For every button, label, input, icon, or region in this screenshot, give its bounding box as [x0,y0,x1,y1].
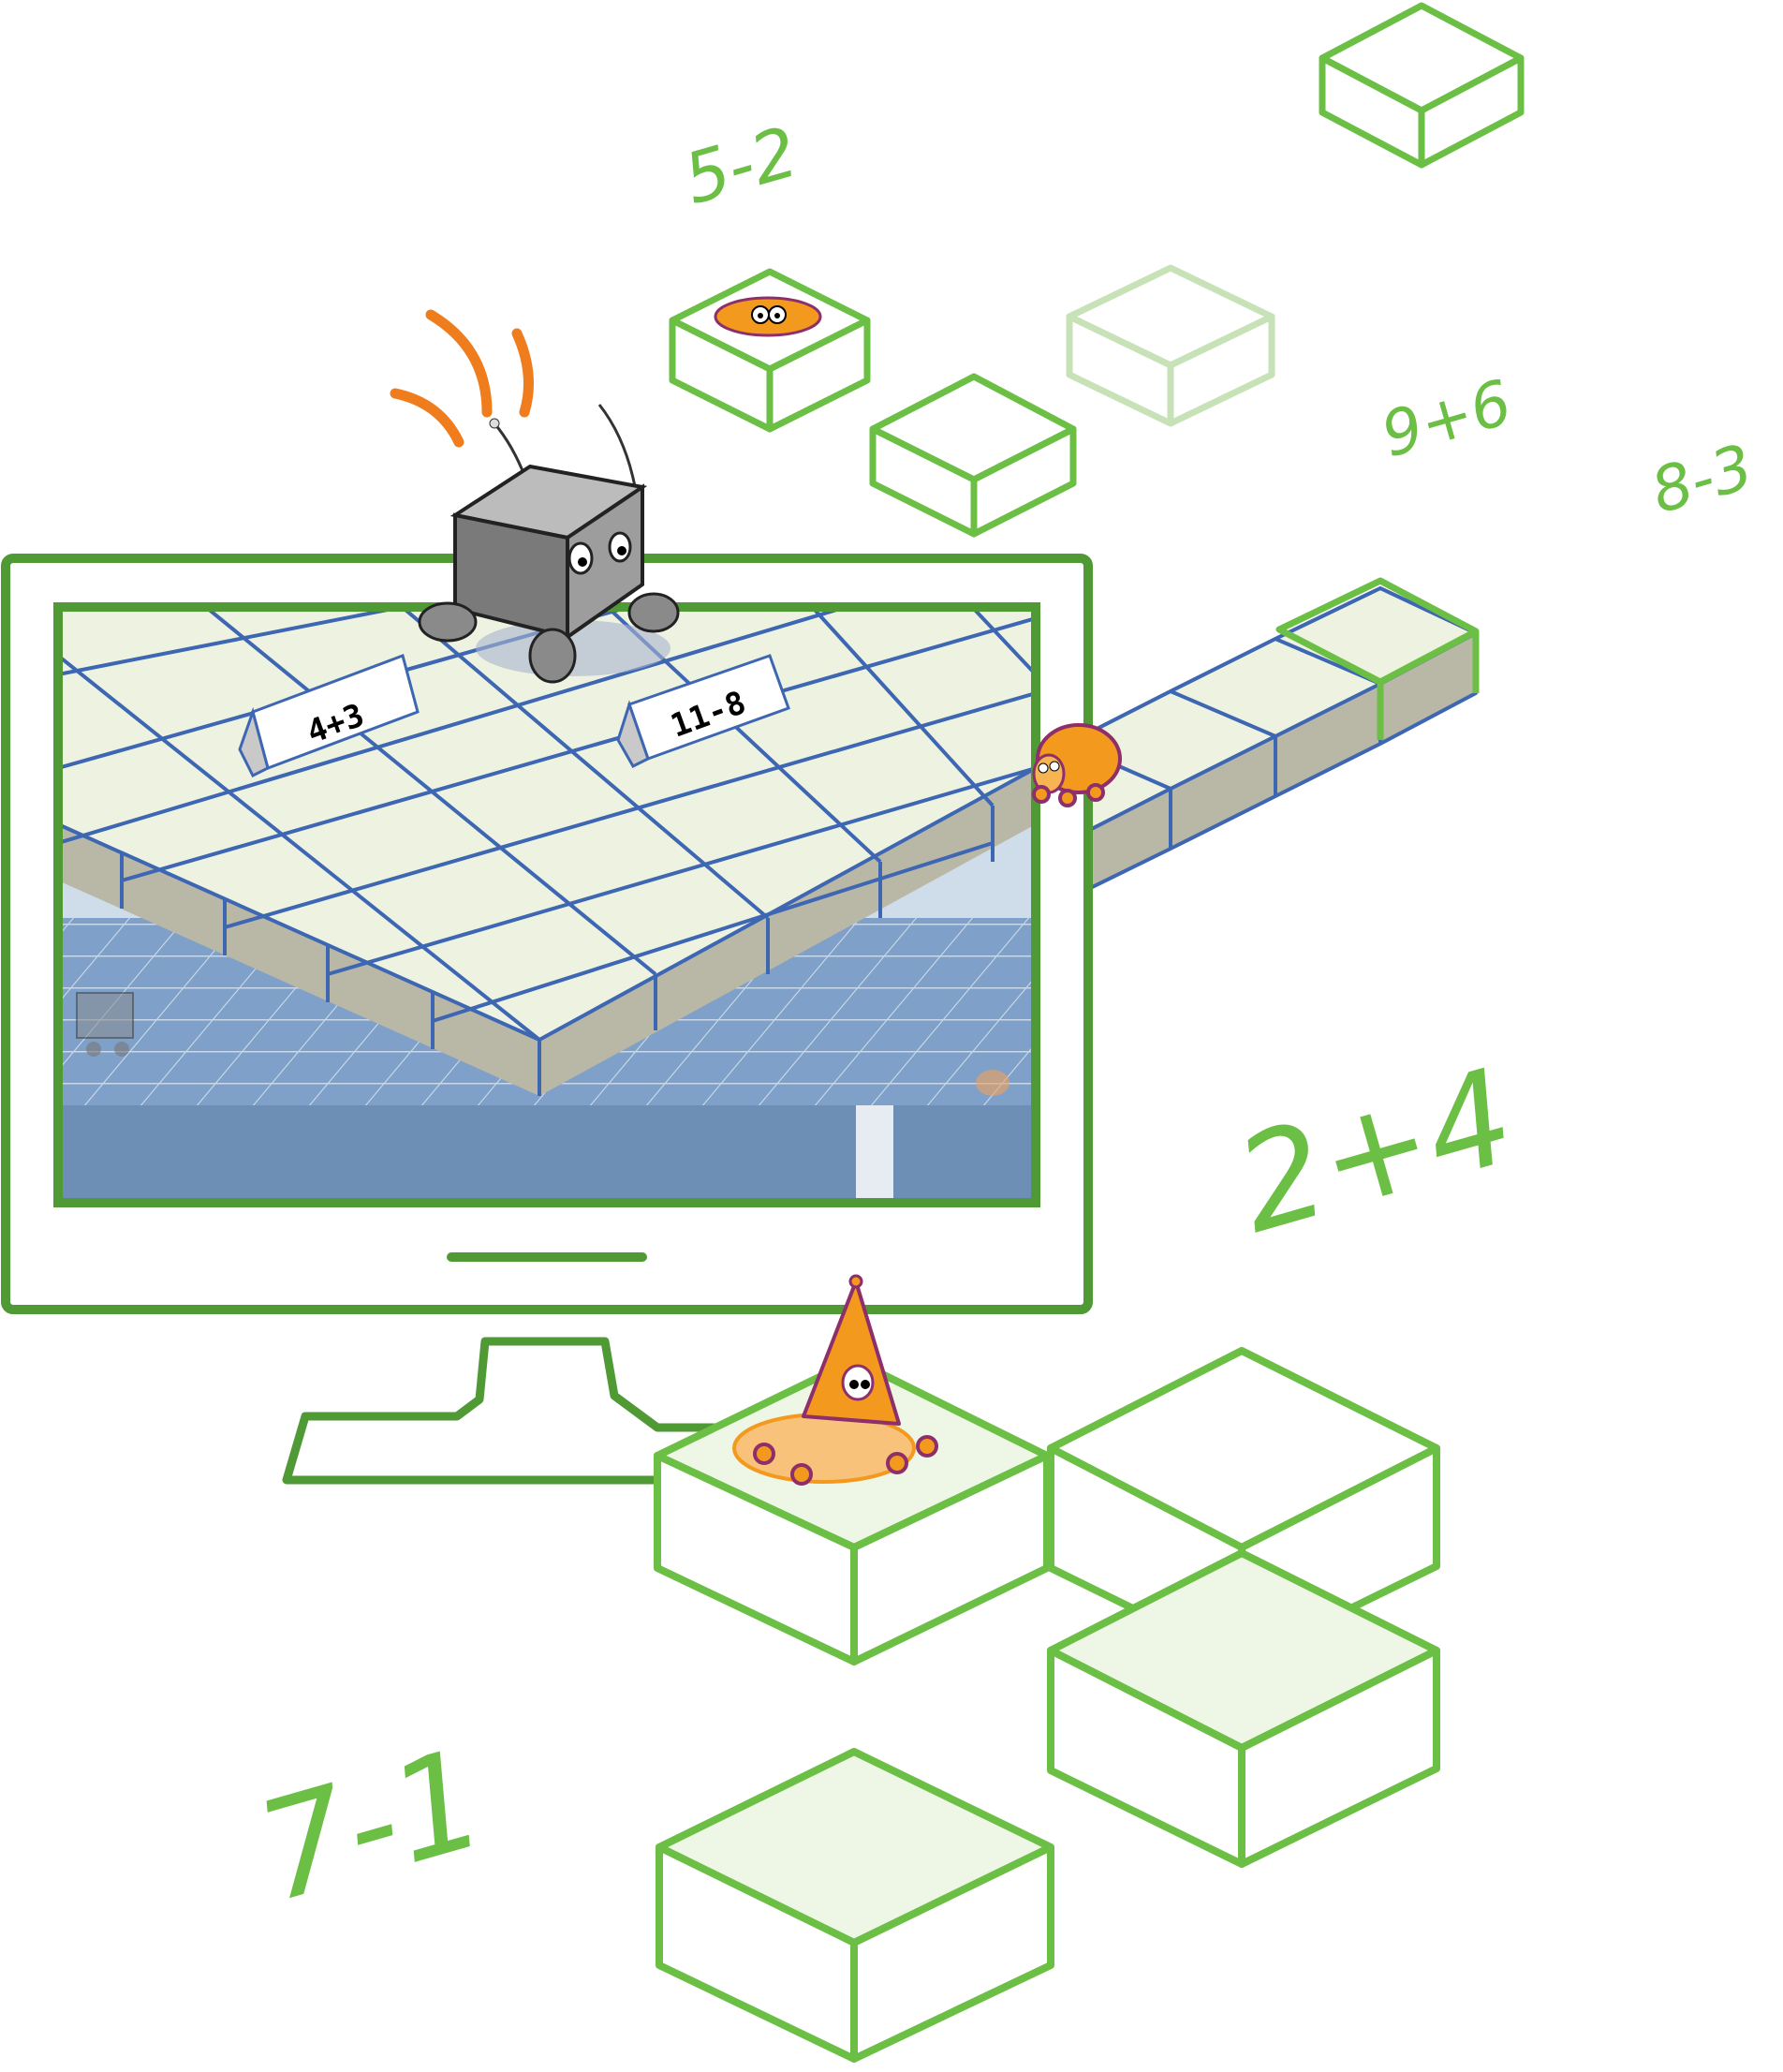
floating-block [1319,2,1525,169]
equation-label: 8-3 [1643,431,1761,528]
game-screen [58,607,1036,1203]
background-bug-icon [976,1070,1009,1096]
equation-label: 7-1 [243,1718,501,1932]
faded-floating-block [1066,264,1275,427]
equation-label: 9+6 [1374,366,1519,471]
tile-bridge-end-outline [1275,577,1480,740]
robot-cube-icon [390,309,680,684]
placard-right: 11-8 [616,654,790,768]
equation-label: 5-2 [675,111,806,220]
block-bottom [656,1748,1054,2063]
block-right-middle [1047,1549,1440,1868]
floating-block-with-bug [669,268,871,433]
equation-label: 2+4 [1221,1041,1529,1264]
orange-bug-icon [1032,723,1122,807]
background-robot-icon [76,992,134,1057]
floating-block [869,373,1077,538]
placard-left: 4+3 [238,654,420,778]
flat-bug-icon [714,296,822,337]
cone-robot-icon [732,1274,938,1486]
